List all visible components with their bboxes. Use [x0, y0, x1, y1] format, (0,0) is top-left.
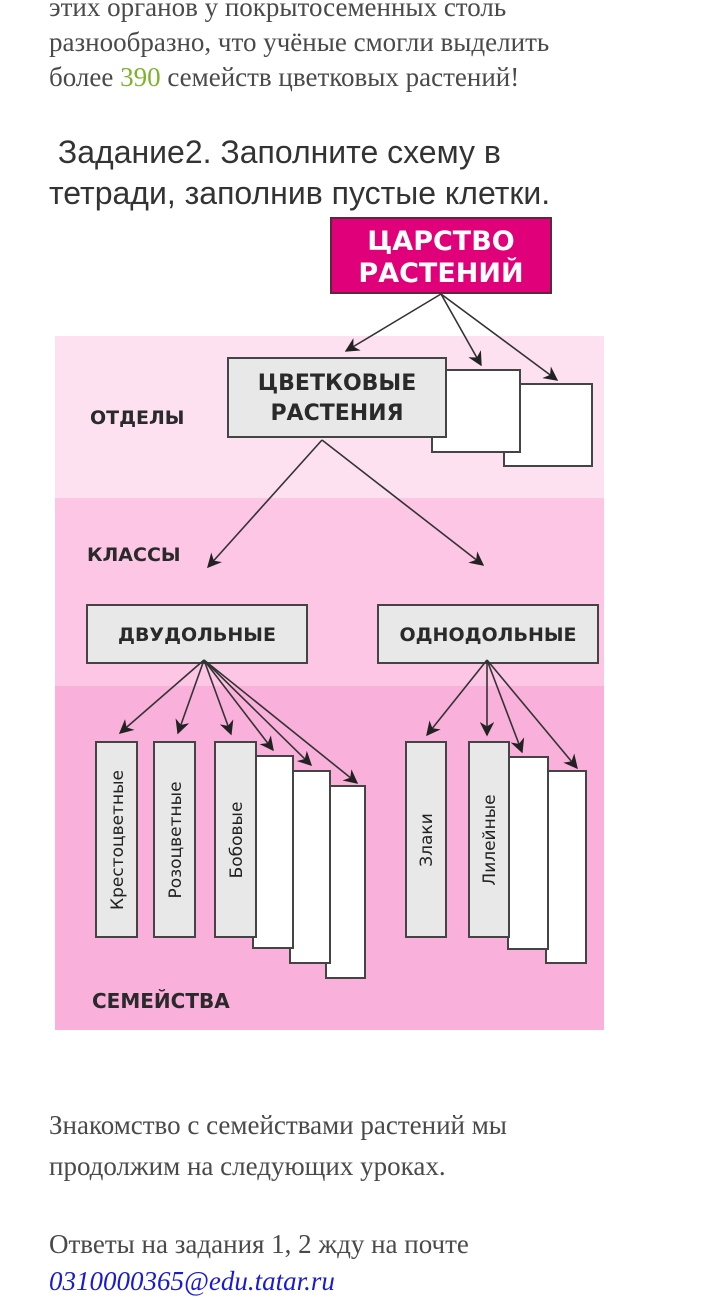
level-label-families: СЕМЕЙСТВА: [92, 989, 230, 1013]
task-line-2: тетради, заполнив пустые клетки.: [49, 175, 551, 211]
division-line-2: РАСТЕНИЯ: [270, 401, 403, 426]
arrow-dicot-family-6: [203, 659, 359, 784]
intro-line-1: этих органов у покрытосеменных столь: [49, 0, 507, 22]
family-box-4: [405, 741, 447, 938]
class-box-dicots: [86, 604, 308, 664]
arrow-dicot-family-2: [175, 659, 205, 735]
arrow-dicot-family-3: [203, 659, 234, 736]
outro-line-1: Знакомство с семействами растений мы: [49, 1110, 507, 1140]
class-box-monocots: [377, 604, 599, 664]
class-label-monocots: ОДНОДОЛЬНЫЕ: [399, 624, 576, 646]
empty-monocot-family-1: [507, 756, 549, 950]
intro-text-before: более: [49, 62, 121, 92]
task-line-1: Задание2. Заполните схему в: [49, 134, 501, 170]
task-heading: Задание2. Заполните схему в тетради, зап…: [49, 132, 709, 214]
intro-line-3: более 390 семейств цветковых растений!: [49, 60, 689, 95]
level-label-divisions: ОТДЕЛЫ: [90, 407, 184, 429]
arrow-root-division-3: [440, 293, 559, 381]
family-label-5: Лилейные: [480, 794, 500, 885]
arrow-dicot-family-1: [118, 659, 205, 734]
outro-line-2: продолжим на следующих уроках.: [49, 1151, 446, 1181]
arrow-division-monocot: [321, 439, 485, 566]
family-box-5: [468, 741, 510, 938]
arrow-root-division-1: [344, 293, 442, 352]
family-box-3: [214, 741, 257, 938]
empty-dicot-family-1: [252, 755, 294, 949]
email-link[interactable]: 0310000365@edu.tatar.ru: [49, 1266, 335, 1296]
root-line-1: ЦАРСТВО: [367, 226, 515, 257]
root-line-2: РАСТЕНИЙ: [358, 257, 523, 289]
family-label-1: Крестоцветные: [108, 770, 128, 910]
outro-line-3: Ответы на задания 1, 2 жду на почте: [49, 1229, 469, 1259]
families-count: 390: [120, 62, 161, 92]
family-label-3: Бобовые: [227, 802, 247, 879]
intro-text-after: семейств цветковых растений!: [160, 62, 520, 92]
empty-dicot-family-3: [325, 785, 366, 979]
division-line-1: ЦВЕТКОВЫЕ: [258, 371, 417, 396]
family-box-2: [153, 741, 196, 938]
arrow-division-dicot: [207, 439, 323, 569]
empty-monocot-family-2: [545, 770, 587, 964]
family-label-4: Злаки: [417, 813, 437, 867]
arrow-dicot-family-4: [203, 659, 274, 752]
family-box-1: [95, 741, 138, 938]
intro-line-2: разнообразно, что учёные смогли выделить: [49, 27, 550, 57]
arrow-monocot-family-4: [486, 659, 578, 770]
class-label-dicots: ДВУДОЛЬНЫЕ: [118, 624, 276, 646]
level-label-classes: КЛАССЫ: [87, 544, 181, 566]
arrow-monocot-family-1: [426, 659, 488, 737]
division-box-flowering: [227, 357, 447, 438]
empty-dicot-family-2: [289, 770, 331, 964]
arrow-root-division-2: [440, 293, 482, 367]
family-label-2: Розоцветные: [166, 781, 186, 898]
root-box: [330, 217, 552, 294]
arrow-monocot-family-3: [486, 659, 525, 754]
arrow-dicot-family-5: [203, 659, 313, 767]
